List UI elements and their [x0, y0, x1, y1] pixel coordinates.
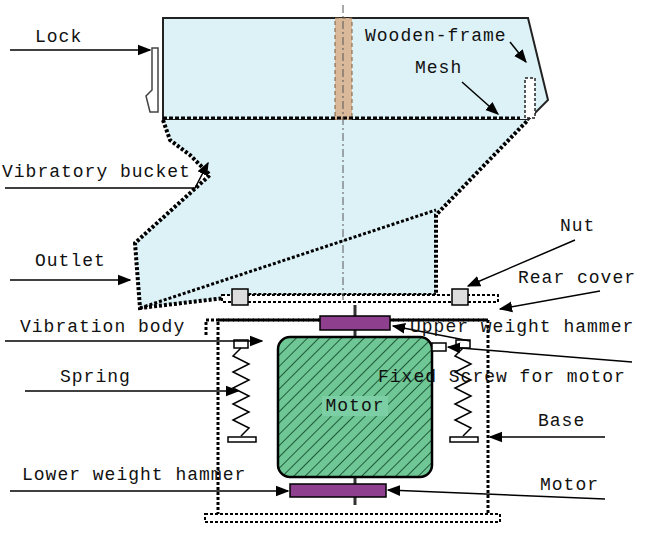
- part-label: Rear cover: [518, 268, 636, 288]
- nut: [452, 289, 468, 305]
- part-label: Base: [538, 411, 585, 431]
- part-label: Motor: [540, 475, 599, 495]
- part-label: Fixed Screw for motor: [378, 367, 626, 387]
- frame-side: [525, 78, 535, 118]
- part-label: Lock: [35, 27, 82, 47]
- part-label: Nut: [560, 216, 595, 236]
- part-label: Lower weight hammer: [22, 465, 246, 485]
- part-label: Vibration body: [20, 317, 185, 337]
- lock: [146, 48, 158, 112]
- part-label: Vibratory bucket: [2, 162, 191, 182]
- bucket-wall: [135, 120, 528, 308]
- part-label: Outlet: [35, 251, 106, 271]
- centerline: [343, 5, 344, 300]
- upper-weight-hammer: [320, 316, 390, 330]
- lower-weight-hammer: [290, 484, 386, 497]
- part-label: Motor: [322, 396, 387, 416]
- sieve-frame: [163, 18, 548, 120]
- base-foot: [205, 514, 500, 522]
- motor-screw: [432, 343, 446, 351]
- vibratory-bucket: [135, 120, 528, 308]
- nut: [232, 289, 248, 305]
- part-label: Upper weight hammer: [410, 317, 634, 337]
- part-label: Mesh: [415, 58, 462, 78]
- part-label: Spring: [60, 367, 131, 387]
- motor: [278, 337, 432, 477]
- part-label: Wooden-frame: [365, 26, 507, 46]
- mesh: [163, 117, 520, 120]
- base: [218, 320, 488, 515]
- outlet-floor: [140, 210, 436, 308]
